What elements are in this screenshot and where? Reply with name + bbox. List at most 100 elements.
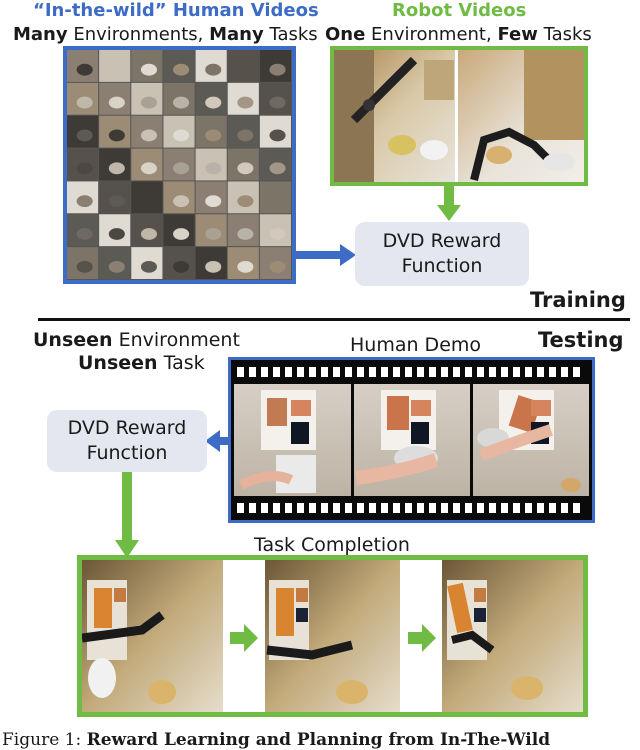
video-thumbnail-detail bbox=[76, 260, 93, 273]
video-thumbnail-detail bbox=[140, 228, 157, 240]
filmstrip-frames bbox=[231, 360, 592, 520]
sprocket-hole bbox=[345, 503, 352, 513]
video-thumbnail-detail bbox=[140, 195, 157, 208]
video-thumbnail-detail bbox=[269, 162, 286, 175]
video-thumbnail-detail bbox=[108, 228, 125, 240]
human-demo-filmstrip bbox=[228, 357, 595, 523]
human-video-thumbnails bbox=[67, 50, 291, 279]
unseen-task-text: Task bbox=[157, 352, 205, 374]
demo-to-reward-arrow-head bbox=[205, 430, 220, 452]
human-sub-bold-1: Many bbox=[13, 24, 68, 45]
sprocket-hole bbox=[297, 367, 304, 377]
sprocket-hole bbox=[381, 367, 388, 377]
video-thumbnail-detail bbox=[76, 129, 93, 142]
sprocket-hole bbox=[417, 367, 424, 377]
testing-reward-line2: Function bbox=[86, 442, 168, 464]
video-thumbnail-detail bbox=[237, 228, 254, 240]
robot-videos-title: Robot Videos bbox=[392, 0, 527, 21]
video-thumbnail-detail bbox=[76, 162, 93, 175]
video-thumbnail-detail bbox=[237, 129, 254, 142]
sprocket-hole bbox=[501, 367, 508, 377]
demo-frame-3 bbox=[473, 384, 589, 496]
video-thumbnail-detail bbox=[269, 96, 286, 109]
sprocket-hole bbox=[513, 367, 520, 377]
testing-reward-line1: DVD Reward bbox=[67, 417, 187, 439]
sprocket-hole bbox=[309, 367, 316, 377]
video-thumbnail-detail bbox=[237, 162, 254, 175]
reward-to-completion-arrow-head bbox=[115, 540, 139, 558]
sprocket-hole bbox=[429, 503, 436, 513]
sprocket-hole bbox=[333, 367, 340, 377]
video-thumbnail-detail bbox=[173, 129, 190, 142]
training-reward-line2: Function bbox=[401, 255, 483, 277]
sprocket-hole bbox=[297, 503, 304, 513]
video-thumbnail-detail bbox=[173, 162, 190, 175]
sprocket-hole bbox=[549, 503, 556, 513]
sprocket-hole bbox=[405, 503, 412, 513]
sprocket-hole bbox=[393, 367, 400, 377]
unseen-task-bold: Unseen bbox=[78, 352, 158, 374]
sprocket-hole bbox=[441, 367, 448, 377]
robot-video-frames bbox=[334, 50, 584, 182]
video-thumbnail-detail bbox=[205, 162, 222, 175]
unseen-environment-label: Unseen Environment bbox=[33, 329, 240, 351]
demo-frame-1 bbox=[234, 384, 351, 496]
robot-videos-subtitle: One Environment, Few Tasks bbox=[325, 24, 592, 45]
video-thumbnail-detail bbox=[140, 260, 157, 273]
completion-arrow-1-shaft bbox=[230, 632, 246, 644]
figure-caption: Figure 1: Reward Learning and Planning f… bbox=[2, 730, 550, 750]
video-thumbnail-detail bbox=[237, 260, 254, 273]
sprocket-hole bbox=[321, 503, 328, 513]
video-thumbnail-detail bbox=[237, 195, 254, 208]
completion-arrow-2-head bbox=[422, 624, 436, 652]
completion-frame-3 bbox=[442, 560, 583, 712]
sprocket-hole bbox=[285, 367, 292, 377]
video-thumbnail-detail bbox=[76, 228, 93, 240]
unseen-task-label: Unseen Task bbox=[78, 352, 205, 374]
unseen-env-bold: Unseen bbox=[33, 329, 113, 351]
video-thumbnail-detail bbox=[108, 162, 125, 175]
video-thumbnail-detail bbox=[140, 63, 157, 76]
human-to-reward-arrow-head bbox=[340, 244, 356, 266]
video-thumbnail-detail bbox=[108, 63, 125, 76]
video-thumbnail-detail bbox=[205, 228, 222, 240]
video-thumbnail-detail bbox=[76, 96, 93, 109]
video-thumbnail-detail bbox=[108, 260, 125, 273]
reward-to-completion-arrow-shaft bbox=[122, 472, 132, 544]
video-thumbnail-detail bbox=[205, 195, 222, 208]
robot-videos-panel bbox=[330, 46, 588, 186]
sprocket-hole bbox=[489, 503, 496, 513]
demo-frame-2 bbox=[354, 384, 470, 496]
sprocket-hole bbox=[369, 503, 376, 513]
sprocket-hole bbox=[525, 367, 532, 377]
sprocket-hole bbox=[321, 367, 328, 377]
human-demo-label: Human Demo bbox=[350, 334, 482, 356]
sprocket-hole bbox=[285, 503, 292, 513]
sprocket-hole bbox=[237, 503, 244, 513]
video-thumbnail-detail bbox=[76, 195, 93, 208]
human-video-mosaic bbox=[63, 46, 296, 284]
completion-frame-1 bbox=[82, 560, 223, 712]
sprocket-hole bbox=[405, 367, 412, 377]
sprocket-hole bbox=[477, 503, 484, 513]
sprocket-hole bbox=[501, 503, 508, 513]
sprocket-hole bbox=[237, 367, 244, 377]
sprocket-hole bbox=[453, 367, 460, 377]
unseen-env-text: Environment bbox=[112, 329, 240, 351]
sprocket-hole bbox=[561, 367, 568, 377]
video-thumbnail-detail bbox=[108, 96, 125, 109]
robot-to-reward-arrow-head bbox=[437, 205, 461, 221]
sprocket-hole bbox=[273, 503, 280, 513]
sprocket-hole bbox=[573, 503, 580, 513]
robot-sub-bold-1: One bbox=[325, 24, 366, 45]
video-thumbnail-detail bbox=[140, 129, 157, 142]
sprocket-hole bbox=[417, 503, 424, 513]
robot-sub-text-2: Tasks bbox=[537, 24, 592, 45]
sprocket-hole bbox=[441, 503, 448, 513]
video-thumbnail-detail bbox=[108, 129, 125, 142]
task-completion-label: Task Completion bbox=[254, 534, 410, 556]
video-thumbnail-detail bbox=[173, 195, 190, 208]
video-thumbnail-detail bbox=[237, 96, 254, 109]
testing-reward-function-box: DVD Reward Function bbox=[47, 410, 207, 472]
